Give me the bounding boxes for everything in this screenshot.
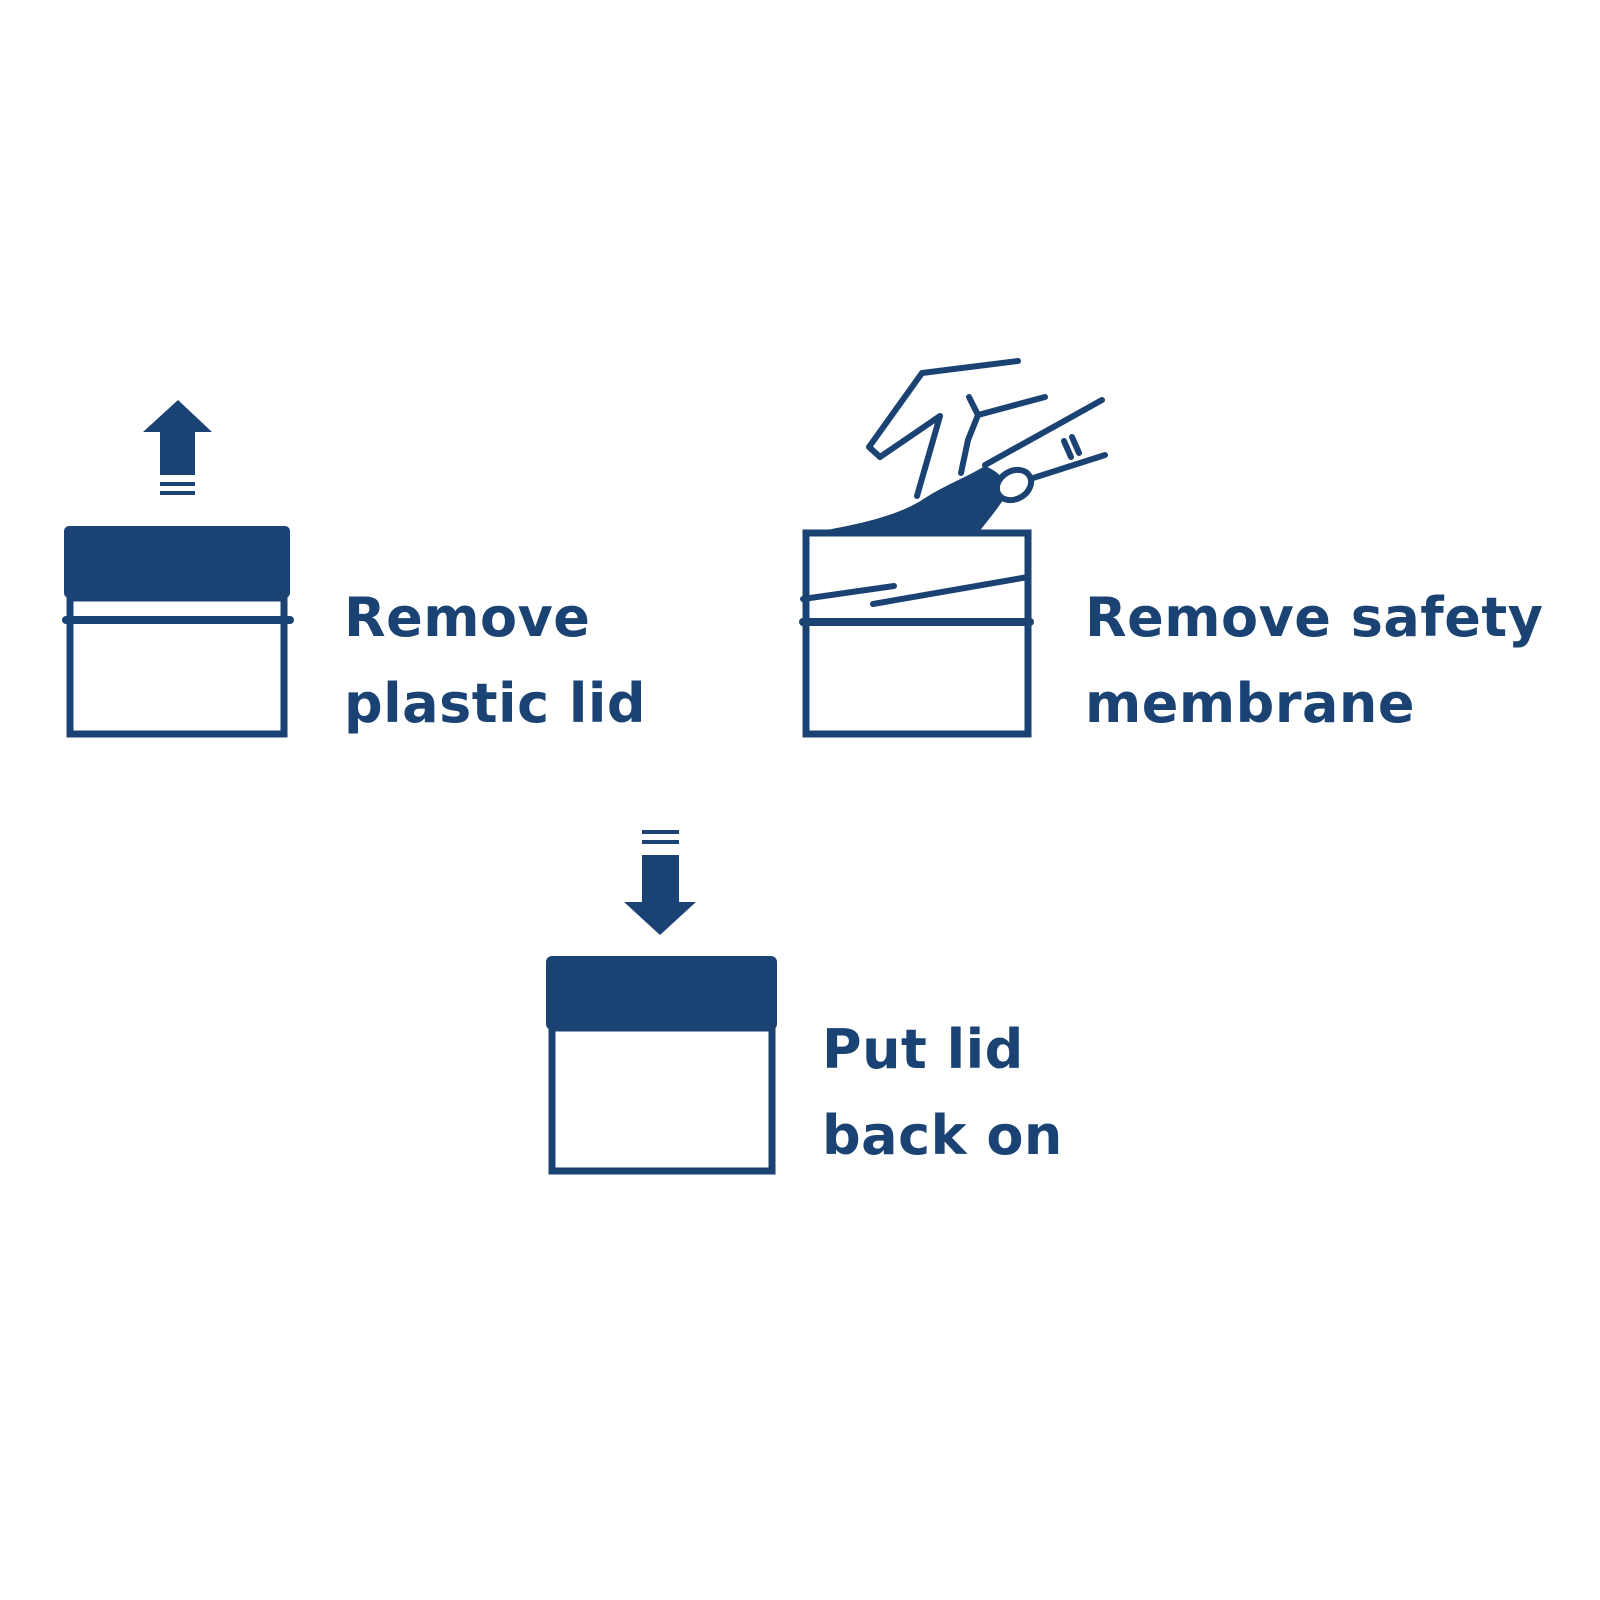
step-remove-lid-label: Remove plastic lid [344, 575, 646, 747]
down-arrow-icon [624, 855, 696, 935]
step-remove-lid-line1: Remove [344, 586, 591, 649]
step-remove-membrane-label: Remove safety membrane [1085, 575, 1543, 747]
jar-body-shape [802, 529, 1032, 738]
step-replace-lid-label: Put lid back on [822, 1007, 1063, 1179]
lid-shape [546, 956, 777, 1030]
step-replace-lid-line2: back on [822, 1104, 1063, 1167]
step-remove-membrane-line1: Remove safety [1085, 586, 1544, 649]
hand-peeling-membrane-icon [799, 358, 1108, 738]
jar-lid-up-arrow-icon [62, 400, 294, 738]
step-remove-lid-line2: plastic lid [344, 672, 647, 735]
jar-body-shape [548, 1024, 776, 1175]
step-replace-lid-line1: Put lid [822, 1018, 1024, 1081]
up-arrow-icon [143, 400, 212, 475]
lid-shape [64, 526, 290, 598]
step-remove-membrane-line2: membrane [1085, 672, 1415, 735]
jar-lid-down-arrow-icon [546, 830, 777, 1175]
jar-body-shape [66, 594, 288, 738]
